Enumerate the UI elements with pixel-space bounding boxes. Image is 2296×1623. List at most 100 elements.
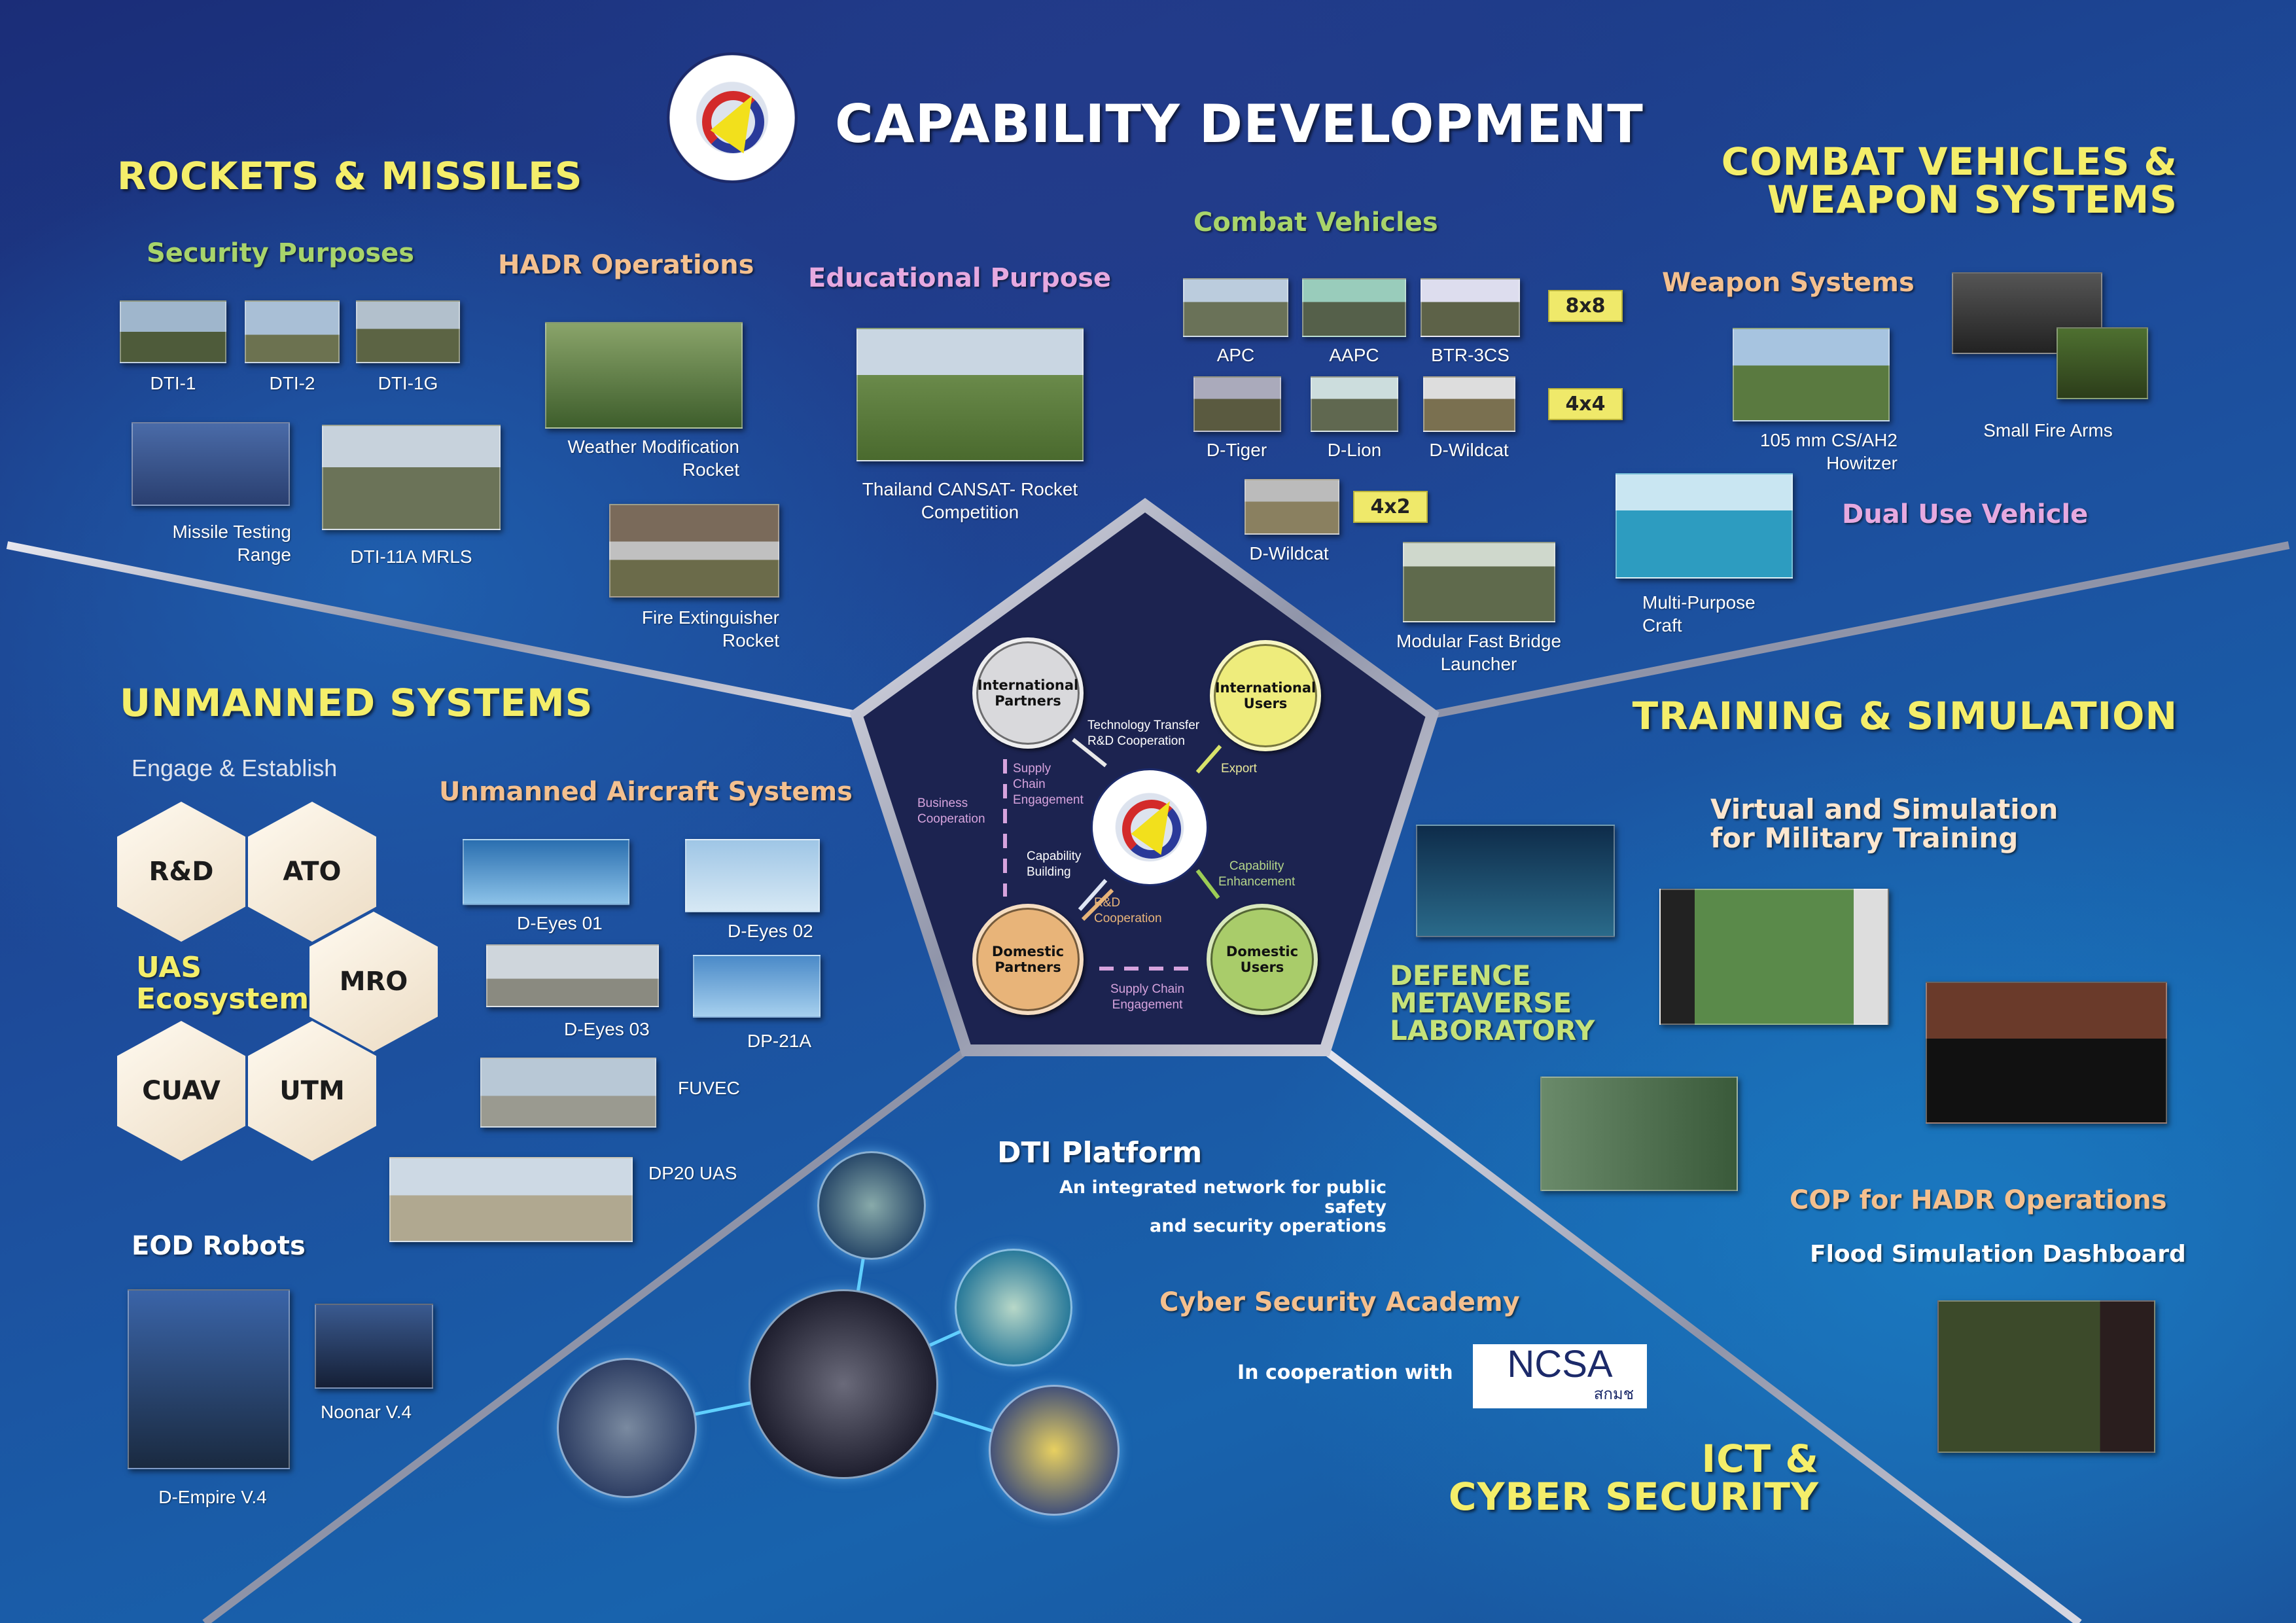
photo-d-eyes-01 — [463, 839, 629, 905]
ict-title-line2: CYBER SECURITY — [1448, 1474, 1819, 1519]
node-line1: International — [977, 677, 1079, 693]
dual-use-heading: Dual Use Vehicle — [1842, 499, 2089, 529]
label-apc: APC — [1216, 345, 1255, 365]
photo-d-wildcat-4x4 — [1423, 376, 1515, 432]
photo-d-lion — [1311, 376, 1398, 432]
label-d-eyes-02: D-Eyes 02 — [728, 921, 813, 941]
photo-fuvec — [480, 1058, 656, 1128]
business-line2: Cooperation — [917, 812, 985, 826]
photo-small-arms-2 — [2057, 327, 2148, 399]
label-dp20-uas: DP20 UAS — [648, 1163, 737, 1183]
combat-vehicles-heading: Combat Vehicles — [1193, 207, 1438, 238]
label-aapc: AAPC — [1329, 345, 1379, 365]
photo-d-empire — [128, 1289, 290, 1469]
label-d-wildcat-4x2: D-Wildcat — [1249, 543, 1329, 563]
metaverse-line2: METAVERSE — [1390, 987, 1572, 1019]
photo-multipurpose-craft — [1616, 473, 1793, 579]
combat-title: COMBAT VEHICLES & WEAPON SYSTEMS — [1722, 143, 2178, 219]
bubble-classroom — [989, 1385, 1120, 1516]
engage-establish: Engage & Establish — [132, 755, 338, 781]
photo-simulation-2 — [1926, 982, 2167, 1124]
eod-heading: EOD Robots — [132, 1231, 306, 1261]
photo-dti-1 — [120, 300, 226, 363]
ncsa-logo: NCSA สกมช — [1473, 1344, 1647, 1408]
node-line2: Users — [1240, 959, 1284, 975]
photo-dp20-uas — [389, 1157, 633, 1242]
label-d-wildcat-4x4: D-Wildcat — [1429, 440, 1509, 460]
weapon-systems-heading: Weapon Systems — [1662, 268, 1915, 298]
label-dti-2: DTI-2 — [269, 373, 315, 393]
ncsa-logo-thai: สกมช — [1593, 1385, 1634, 1403]
uas-ecosystem-line1: UAS — [136, 951, 202, 984]
photo-fire-rocket — [609, 504, 779, 597]
educational-heading: Educational Purpose — [808, 263, 1112, 293]
badge-8x8: 8x8 — [1548, 290, 1623, 322]
photo-d-eyes-02 — [685, 839, 820, 912]
node-line1: International — [1214, 680, 1316, 696]
ict-title: ICT & CYBER SECURITY — [1449, 1440, 1819, 1516]
sc-line2: Engagement — [1112, 997, 1183, 1012]
tech-transfer-text: Technology Transfer R&D Cooperation — [1087, 718, 1199, 749]
bubble-map — [955, 1249, 1072, 1366]
label-fuvec: FUVEC — [678, 1078, 740, 1098]
bubble-equipment — [557, 1358, 697, 1498]
training-title: TRAINING & SIMULATION — [1632, 694, 2178, 738]
node-line2: Partners — [995, 693, 1061, 709]
node-line2: Partners — [995, 959, 1061, 975]
photo-dti-1g — [356, 300, 460, 363]
rockets-title: ROCKETS & MISSILES — [117, 154, 583, 198]
label-dti-1: DTI-1 — [150, 373, 196, 393]
photo-d-tiger — [1193, 376, 1281, 432]
supply-line3: Engagement — [1013, 793, 1084, 807]
export-text: Export — [1221, 762, 1257, 776]
metaverse-line1: DEFENCE — [1390, 959, 1531, 991]
photo-apc — [1183, 278, 1288, 337]
photo-metaverse — [1416, 825, 1615, 937]
dti-logo — [667, 52, 798, 183]
bubble-control-room — [749, 1289, 938, 1479]
tech-transfer-label: Technology Transfer — [1087, 719, 1200, 732]
label-btr-3cs: BTR-3CS — [1431, 345, 1510, 365]
virtual-sim-line1: Virtual and Simulation — [1710, 793, 2058, 825]
cyber-academy-heading: Cyber Security Academy — [1159, 1287, 1520, 1317]
uas-ecosystem-line2: Ecosystem — [136, 982, 309, 1016]
label-d-empire: D-Empire V.4 — [158, 1487, 267, 1507]
metaverse-line3: LABORATORY — [1390, 1014, 1595, 1046]
photo-vr-training — [1540, 1077, 1738, 1191]
label-multipurpose-craft: Multi-Purpose Craft — [1642, 592, 1756, 635]
cooperation-text: In cooperation with — [1237, 1361, 1453, 1384]
supply-line2: Chain — [1013, 777, 1046, 791]
node-line2: Users — [1243, 696, 1288, 711]
label-dti-11a: DTI-11A MRLS — [350, 546, 472, 567]
label-howitzer: 105 mm CS/AH2 Howitzer — [1759, 430, 1898, 473]
photo-d-eyes-03 — [486, 944, 659, 1007]
label-dp-21a: DP-21A — [747, 1031, 812, 1051]
ict-title-line1: ICT & — [1701, 1436, 1819, 1481]
supply-line1: Supply — [1013, 762, 1051, 776]
photo-aapc — [1302, 278, 1406, 337]
flood-heading: Flood Simulation Dashboard — [1810, 1241, 2186, 1268]
platform-desc-line2: and security operations — [1150, 1216, 1386, 1237]
photo-btr-3cs — [1421, 278, 1520, 337]
platform-desc-line1: An integrated network for public safety — [1059, 1177, 1386, 1217]
security-heading: Security Purposes — [147, 238, 415, 268]
virtual-sim-heading: Virtual and Simulation for Military Trai… — [1710, 793, 2058, 853]
page-title: CAPABILITY DEVELOPMENT — [835, 94, 1644, 154]
photo-missile-range — [132, 422, 290, 506]
photo-weather-rocket — [545, 322, 743, 429]
cap-enh-line2: Enhancement — [1218, 874, 1296, 889]
metaverse-heading: DEFENCE METAVERSE LABORATORY — [1390, 962, 1595, 1044]
label-small-arms: Small Fire Arms — [1983, 420, 2113, 440]
node-line1: Domestic — [1226, 944, 1299, 959]
photo-dti-11a — [322, 425, 501, 530]
dti-platform-heading: DTI Platform — [997, 1136, 1203, 1169]
photo-dp-21a — [693, 955, 821, 1018]
photo-d-wildcat-4x2 — [1245, 479, 1339, 535]
